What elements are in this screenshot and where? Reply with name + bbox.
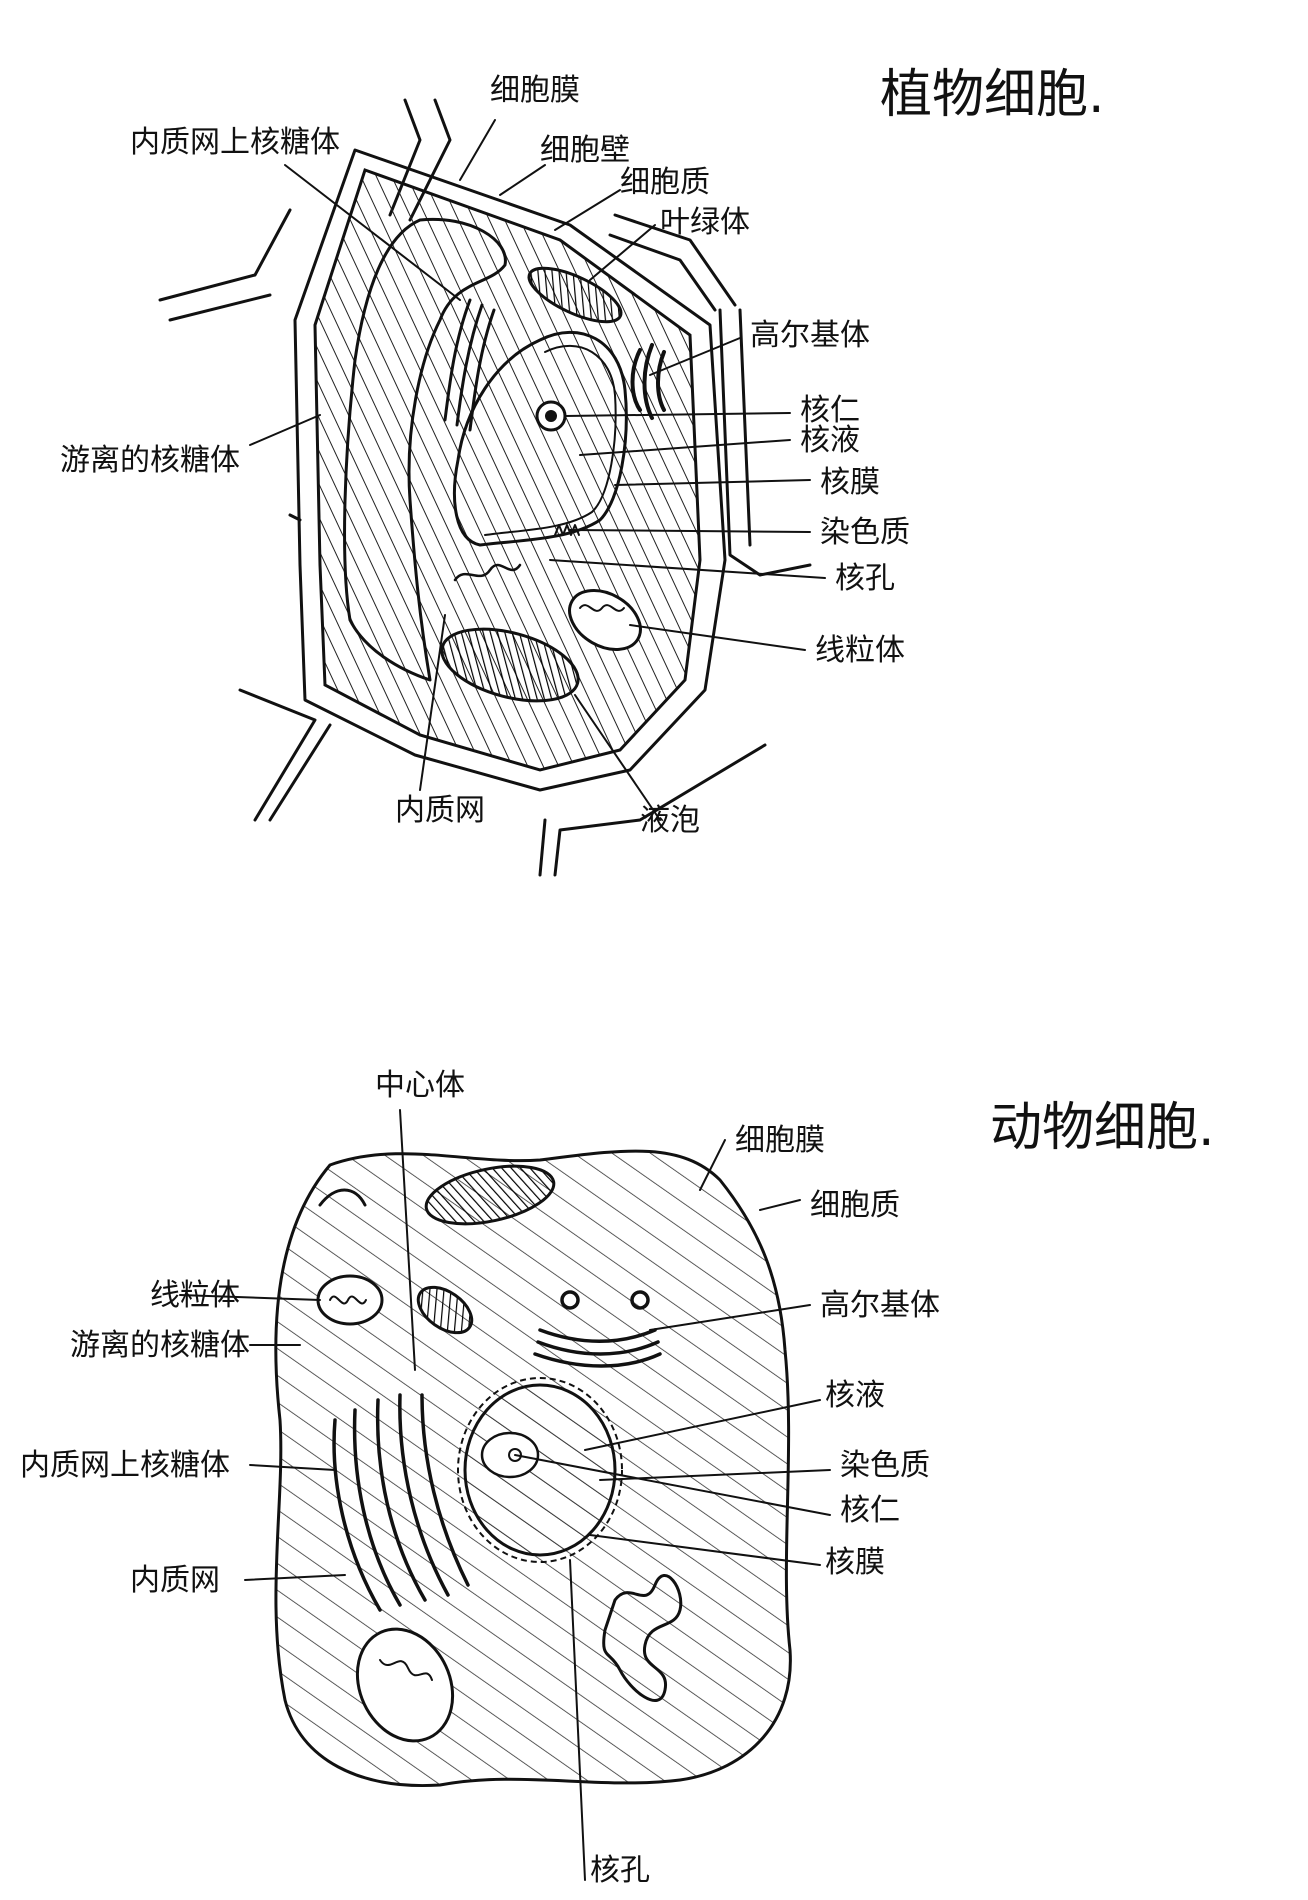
label-plant-nucleolus: 核仁 bbox=[800, 393, 860, 428]
label-plant-nuclear-membrane: 核膜 bbox=[820, 465, 880, 500]
label-animal-nuclear-membrane: 核膜 bbox=[825, 1545, 885, 1580]
animal-leader-lines bbox=[179, 1109, 831, 1881]
label-animal-centrosome: 中心体 bbox=[375, 1068, 465, 1103]
label-plant-cell-wall: 细胞壁 bbox=[540, 133, 630, 168]
label-plant-rough-er: 内质网上核糖体 bbox=[130, 125, 340, 160]
label-plant-chromatin: 染色质 bbox=[820, 515, 910, 550]
label-animal-er: 内质网 bbox=[130, 1563, 220, 1598]
plant-rough-er bbox=[443, 298, 496, 432]
plant-chloroplast-top bbox=[527, 266, 623, 324]
animal-membrane-fold bbox=[318, 1188, 367, 1207]
plant-er bbox=[453, 563, 522, 582]
label-animal-golgi: 高尔基体 bbox=[820, 1288, 940, 1323]
animal-mitochondrion-bottom bbox=[355, 1627, 455, 1743]
animal-centriole bbox=[416, 1285, 474, 1335]
label-plant-golgi: 高尔基体 bbox=[750, 318, 870, 353]
label-animal-nucleolus: 核仁 bbox=[840, 1493, 900, 1528]
plant-cell-title: 植物细胞. bbox=[880, 65, 1105, 125]
plant-leader-lines bbox=[249, 119, 826, 821]
animal-golgi bbox=[533, 1290, 662, 1368]
label-plant-mitochondria: 线粒体 bbox=[815, 633, 905, 668]
animal-nucleus bbox=[457, 1377, 623, 1563]
label-animal-chromatin: 染色质 bbox=[840, 1448, 930, 1483]
label-plant-er: 内质网 bbox=[395, 793, 485, 828]
plant-cell-diagram: 植物细胞. 内质网上核糖体 细胞膜 细胞壁 细胞质 叶绿体 高尔基体 核仁 核液… bbox=[60, 65, 1105, 877]
animal-smooth-er bbox=[602, 1574, 683, 1702]
label-animal-cytoplasm: 细胞质 bbox=[810, 1188, 900, 1223]
animal-cell-diagram: 动物细胞. 中心体 细胞膜 细胞质 高尔基体 线粒体 游离的核糖体 内质网上核糖… bbox=[20, 1068, 1215, 1888]
plant-mitochondrion bbox=[568, 589, 642, 651]
plant-chloroplast-bottom bbox=[440, 627, 580, 703]
plant-golgi bbox=[630, 343, 666, 420]
animal-golgi-top bbox=[424, 1164, 556, 1226]
label-plant-cell-membrane: 细胞膜 bbox=[490, 73, 580, 108]
animal-rough-er bbox=[332, 1393, 470, 1612]
label-plant-free-ribosome: 游离的核糖体 bbox=[60, 443, 240, 478]
label-plant-vacuole: 液泡 bbox=[640, 803, 700, 838]
label-plant-nucleoplasm: 核液 bbox=[800, 423, 860, 458]
label-plant-chloroplast: 叶绿体 bbox=[660, 205, 750, 240]
label-animal-free-ribosome: 游离的核糖体 bbox=[70, 1328, 250, 1363]
label-plant-nuclear-pore: 核孔 bbox=[835, 561, 895, 596]
plant-vacuole bbox=[343, 217, 507, 682]
plant-chromatin bbox=[554, 524, 580, 536]
label-plant-cytoplasm: 细胞质 bbox=[620, 165, 710, 200]
label-animal-cell-membrane: 细胞膜 bbox=[735, 1123, 825, 1158]
label-animal-nucleoplasm: 核液 bbox=[825, 1378, 885, 1413]
label-animal-rough-er: 内质网上核糖体 bbox=[20, 1448, 230, 1483]
label-animal-nuclear-pore: 核孔 bbox=[590, 1853, 650, 1888]
plant-cell-wall bbox=[293, 148, 727, 792]
animal-cell-title: 动物细胞. bbox=[990, 1098, 1215, 1158]
animal-mitochondrion-left bbox=[316, 1274, 384, 1326]
label-animal-mitochondria: 线粒体 bbox=[150, 1278, 240, 1313]
